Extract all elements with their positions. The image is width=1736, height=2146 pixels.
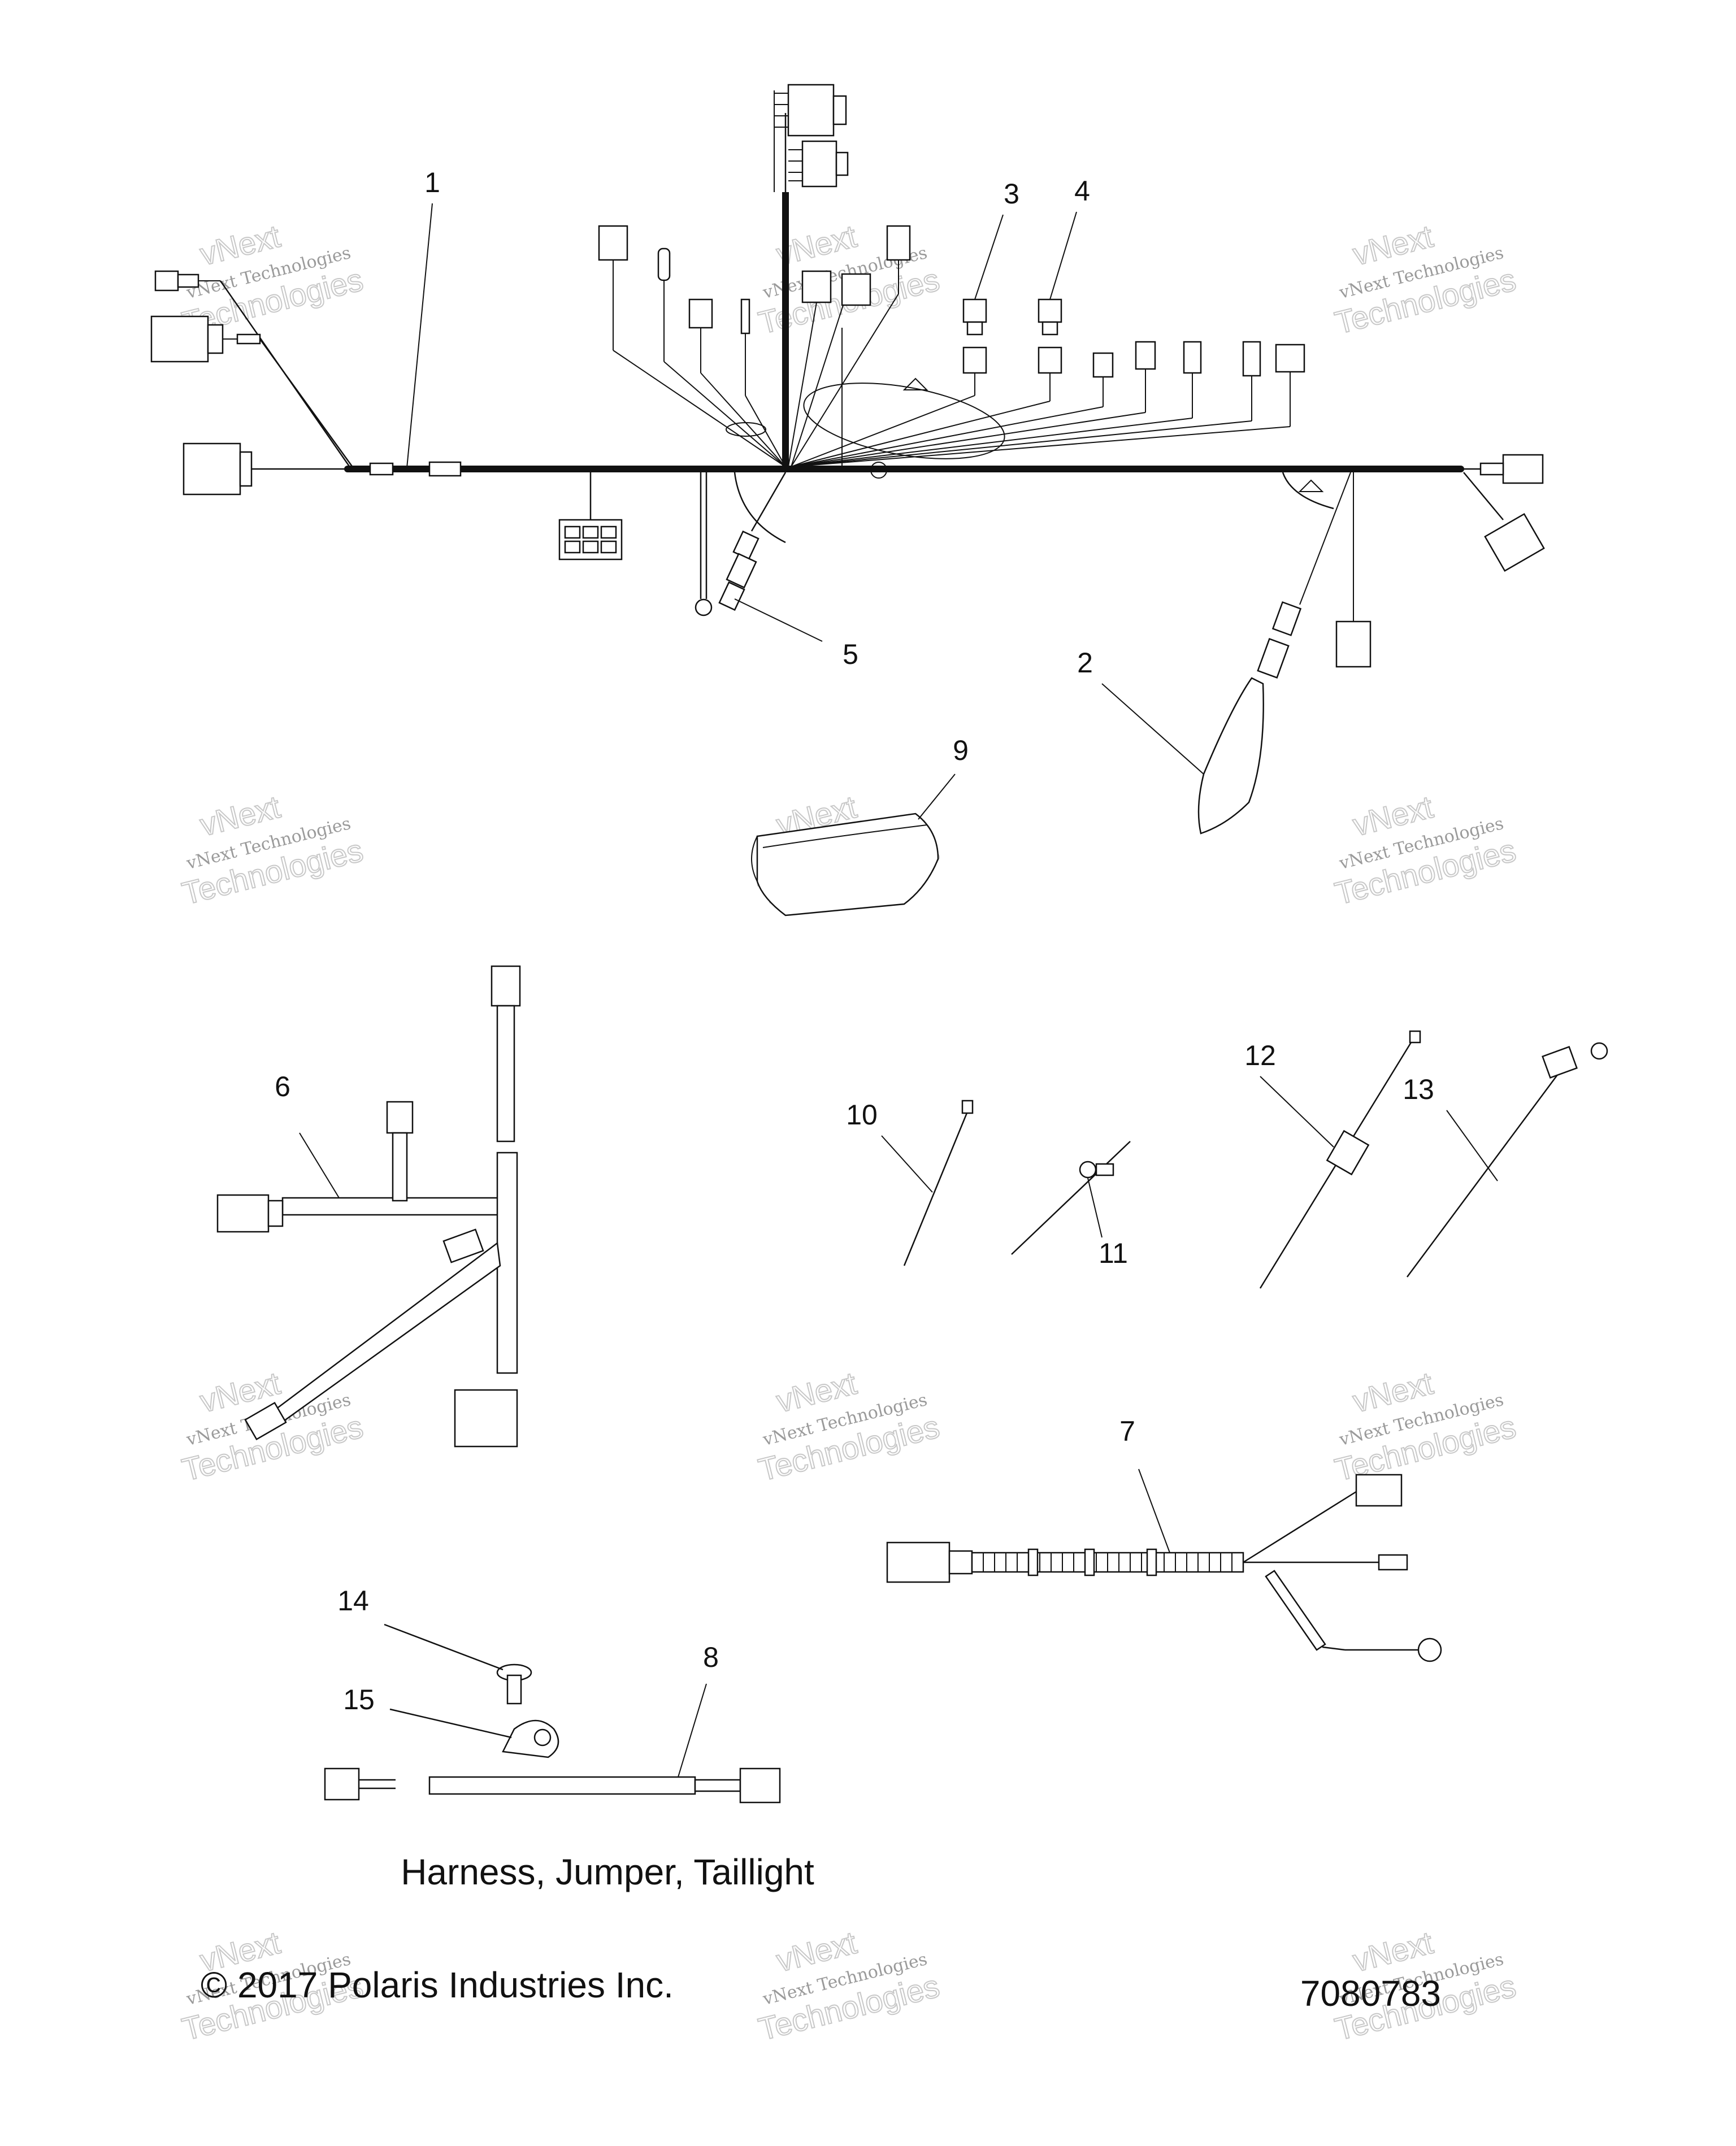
callout-labels: 1 2 3 4 5 6 7 8 9 10 11 12 13 14 15 — [275, 167, 1434, 1715]
harness-arc — [734, 472, 786, 544]
top-connector — [788, 140, 849, 188]
branch-connector-4 — [791, 298, 1062, 467]
harness-7 — [886, 1474, 1442, 1662]
jumper-harness-8 — [324, 1767, 781, 1804]
copyright-text: © 2017 Polaris Industries Inc. — [201, 1965, 674, 2005]
right-end-connector-angled — [1463, 472, 1545, 572]
watermark: vNext vNext Technologies Technologies — [1331, 1365, 1520, 1488]
harness-clip — [870, 462, 887, 479]
cable-tie-loop — [803, 383, 1005, 459]
sensor-lead-2 — [1197, 472, 1351, 835]
callout-15: 15 — [343, 1684, 375, 1715]
cable-tie-13 — [1406, 1042, 1608, 1278]
main-harness — [150, 84, 1545, 835]
branch-connector — [788, 270, 832, 467]
diagram-number: 7080783 — [1300, 1973, 1441, 2014]
branch-connector — [688, 298, 786, 467]
sub-harness-6 — [216, 965, 521, 1448]
callout-leaders — [299, 203, 1498, 1778]
callout-13: 13 — [1403, 1074, 1434, 1105]
jumper-caption: Harness, Jumper, Taillight — [401, 1852, 814, 1892]
harness-sleeve — [369, 462, 394, 476]
connector — [216, 1194, 270, 1233]
branch-connector — [657, 247, 786, 467]
callout-2: 2 — [1077, 647, 1093, 679]
right-end-connector — [1461, 454, 1544, 484]
branch-connector — [791, 341, 1202, 467]
connector — [454, 1389, 518, 1448]
connector — [244, 1401, 287, 1441]
branch-connector-3 — [791, 298, 987, 467]
watermark: vNext vNext Technologies Technologies — [1331, 218, 1520, 341]
branch-connector — [791, 341, 1156, 467]
p-clamp-15 — [502, 1719, 559, 1758]
cable-tie-11 — [1011, 1141, 1131, 1255]
cable-tie-loop — [726, 422, 766, 437]
top-connector — [774, 84, 847, 192]
branch-connector — [598, 225, 786, 467]
branch-connector — [791, 273, 871, 467]
watermark: vNext vNext Technologies Technologies — [1331, 1924, 1520, 2048]
left-connector-large — [150, 315, 354, 468]
cable-tie-12 — [1259, 1030, 1421, 1289]
watermark: vNext vNext Technologies Technologies — [178, 788, 367, 912]
watermark: vNext vNext Technologies Technologies — [754, 1365, 943, 1488]
callout-9: 9 — [953, 735, 969, 766]
fuse-block — [558, 472, 623, 561]
callout-5: 5 — [843, 638, 858, 670]
callout-10: 10 — [846, 1099, 878, 1131]
branch-connector — [791, 225, 911, 467]
harness-arc — [1282, 472, 1334, 510]
conduit-wrap-9 — [751, 813, 939, 916]
watermark: vNext vNext Technologies Technologies — [1331, 788, 1520, 912]
callout-11: 11 — [1099, 1237, 1128, 1269]
callout-4: 4 — [1074, 175, 1090, 207]
watermark-group: vNext vNext Technologies Technologies vN… — [178, 218, 1520, 2048]
harness-sleeve — [428, 461, 462, 477]
callout-6: 6 — [275, 1071, 290, 1102]
watermark: vNext vNext Technologies Technologies — [754, 1924, 943, 2048]
left-connector-small — [154, 270, 351, 468]
callout-7: 7 — [1119, 1415, 1135, 1447]
branch-connector — [791, 352, 1114, 467]
callout-12: 12 — [1244, 1040, 1276, 1071]
ground-ring-lead — [695, 472, 713, 616]
watermark: vNext vNext Technologies Technologies — [754, 218, 943, 341]
connector — [386, 1101, 414, 1134]
callout-3: 3 — [1004, 178, 1019, 210]
left-end-connector — [183, 442, 348, 496]
rivet-14 — [496, 1663, 532, 1705]
right-drop-connector — [1335, 472, 1372, 668]
branch-connector — [791, 344, 1305, 467]
branch-connector-5 — [718, 472, 787, 611]
connector — [442, 1228, 484, 1263]
connector — [491, 965, 521, 1007]
cable-tie-10 — [903, 1100, 974, 1266]
callout-1: 1 — [424, 167, 440, 198]
callout-14: 14 — [337, 1585, 369, 1617]
warning-icon — [1298, 479, 1324, 492]
warning-icon — [902, 377, 928, 390]
branch-connector — [791, 341, 1261, 467]
callout-8: 8 — [703, 1641, 719, 1673]
